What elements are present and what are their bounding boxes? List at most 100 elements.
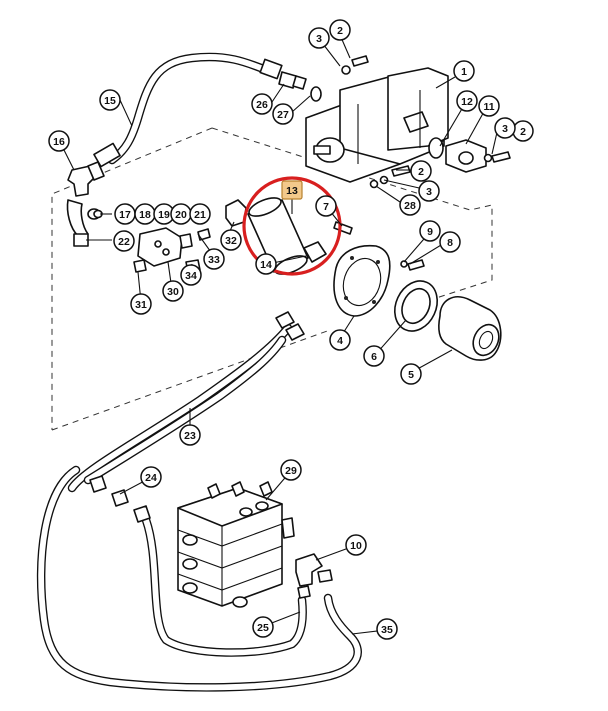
svg-text:6: 6 (371, 351, 377, 363)
svg-text:31: 31 (135, 299, 147, 311)
callout-18: 18 (134, 203, 156, 225)
hose-15 (93, 52, 283, 168)
callout-2-mid: 2 (410, 160, 432, 182)
svg-text:10: 10 (350, 540, 362, 552)
svg-text:14: 14 (260, 259, 272, 271)
pipe-25 (141, 515, 307, 657)
svg-text:35: 35 (381, 624, 393, 636)
callout-7: 7 (315, 195, 337, 217)
svg-text:20: 20 (175, 209, 187, 221)
svg-text:28: 28 (404, 200, 416, 212)
callout-23: 23 (179, 424, 201, 446)
elbow-10 (295, 553, 333, 599)
bolts-right (483, 151, 511, 163)
fitting-24 (89, 475, 151, 523)
svg-text:19: 19 (158, 209, 170, 221)
callout-14: 14 (255, 253, 277, 275)
callout-34: 34 (180, 264, 202, 286)
svg-text:33: 33 (208, 254, 220, 266)
fitting-26 (278, 71, 322, 102)
callout-15: 15 (99, 89, 121, 111)
callout-16: 16 (48, 130, 70, 152)
callout-3-mid: 3 (418, 180, 440, 202)
svg-text:13: 13 (286, 185, 298, 197)
callout-9: 9 (419, 220, 441, 242)
coupling-housing-5 (438, 296, 502, 361)
svg-text:34: 34 (185, 270, 197, 282)
svg-text:17: 17 (119, 209, 131, 221)
svg-text:30: 30 (167, 286, 179, 298)
svg-text:4: 4 (337, 335, 343, 347)
svg-text:22: 22 (118, 236, 130, 248)
callout-12: 12 (456, 90, 478, 112)
svg-text:27: 27 (277, 109, 289, 121)
callout-24: 24 (140, 466, 162, 488)
svg-text:7: 7 (323, 201, 329, 213)
svg-text:2: 2 (418, 166, 424, 178)
svg-text:23: 23 (184, 430, 196, 442)
control-valve-29 (177, 481, 295, 608)
svg-text:3: 3 (426, 186, 432, 198)
svg-text:24: 24 (145, 472, 157, 484)
callout-11: 11 (478, 95, 500, 117)
callout-3-right: 3 (494, 117, 516, 139)
svg-text:18: 18 (139, 209, 151, 221)
callout-22: 22 (113, 230, 135, 252)
svg-text:9: 9 (427, 226, 433, 238)
callout-20: 20 (170, 203, 192, 225)
svg-text:15: 15 (104, 95, 116, 107)
bolts-top (341, 55, 369, 75)
bolt-7 (333, 221, 353, 235)
svg-text:26: 26 (256, 99, 268, 111)
svg-text:25: 25 (257, 622, 269, 634)
callout-6: 6 (363, 345, 385, 367)
svg-text:12: 12 (461, 96, 473, 108)
callout-13: 13 (281, 180, 303, 200)
flange-11-seal-12 (428, 137, 487, 173)
callout-32: 32 (220, 229, 242, 251)
hydraulic-pump-1 (305, 67, 449, 183)
callout-25: 25 (252, 616, 274, 638)
callout-29: 29 (280, 459, 302, 481)
callout-33: 33 (203, 248, 225, 270)
callout-30: 30 (162, 280, 184, 302)
pipe-23 (67, 311, 305, 493)
elbow-16 (67, 161, 105, 197)
hose-35 (36, 465, 362, 692)
callout-21: 21 (189, 203, 211, 225)
svg-text:29: 29 (285, 465, 297, 477)
callout-1: 1 (453, 60, 475, 82)
callout-26: 26 (251, 93, 273, 115)
svg-text:16: 16 (53, 136, 65, 148)
callout-27: 27 (272, 103, 294, 125)
callout-2-right: 2 (512, 120, 534, 142)
callout-17: 17 (114, 203, 136, 225)
svg-text:21: 21 (194, 209, 206, 221)
svg-text:2: 2 (520, 126, 526, 138)
svg-text:5: 5 (408, 369, 414, 381)
callout-4: 4 (329, 329, 351, 351)
callout-2-top: 2 (329, 19, 351, 41)
callout-28: 28 (399, 194, 421, 216)
svg-text:11: 11 (483, 101, 494, 113)
callout-31: 31 (130, 293, 152, 315)
callout-10: 10 (345, 534, 367, 556)
svg-text:1: 1 (461, 66, 467, 78)
adapter-block-30 (137, 227, 193, 267)
svg-text:3: 3 (502, 123, 508, 135)
svg-text:32: 32 (225, 235, 237, 247)
adapter-plate-4 (333, 244, 391, 317)
bolts-mid (369, 165, 411, 189)
bolts-8-9 (400, 259, 425, 271)
svg-text:3: 3 (316, 33, 322, 45)
callout-8: 8 (439, 231, 461, 253)
hose-13 (247, 197, 327, 275)
fitting-group-17-22 (66, 199, 103, 247)
svg-text:2: 2 (337, 25, 343, 37)
seal-6 (394, 280, 438, 332)
callout-35: 35 (376, 618, 398, 640)
callout-3-top: 3 (308, 27, 330, 49)
callout-5: 5 (400, 363, 422, 385)
